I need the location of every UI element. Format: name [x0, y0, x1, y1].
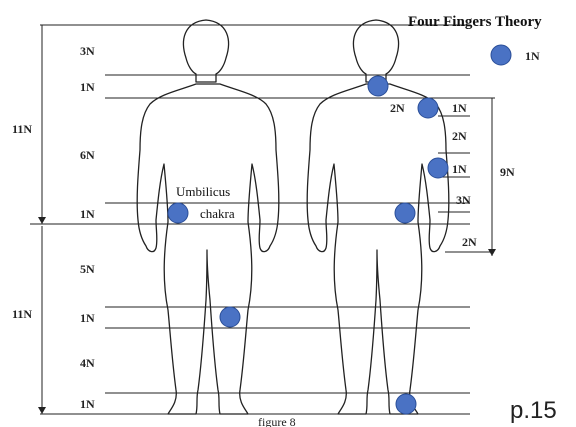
lower-total-label: 11N	[12, 307, 32, 321]
segment-label: 1N	[80, 207, 95, 221]
chakra-point-heel	[396, 394, 416, 414]
front-torso	[137, 84, 279, 414]
chakra-point-elbow	[428, 158, 448, 178]
guide-lines	[30, 25, 495, 414]
segment-label: 1N	[80, 311, 95, 325]
neck-label: 2N	[390, 101, 405, 115]
back-torso	[307, 84, 449, 414]
arm-label: 3N	[456, 193, 471, 207]
back-head	[353, 20, 398, 82]
chakra-point-shoulder	[418, 98, 438, 118]
arm-label: 2N	[452, 129, 467, 143]
arm-label: 1N	[452, 162, 467, 176]
arm-label: 1N	[452, 101, 467, 115]
umbilicus-label: Umbilicus	[176, 184, 230, 199]
figure-caption: figure 8	[258, 415, 296, 427]
left-dimension-lines	[38, 25, 46, 414]
segment-label: 1N	[80, 80, 95, 94]
chakra-point-umbilicus	[168, 203, 188, 223]
chakra-point-neck	[368, 76, 388, 96]
legend-label: 1N	[525, 49, 540, 63]
front-head	[183, 20, 228, 82]
segment-label: 3N	[80, 44, 95, 58]
upper-total-label: 11N	[12, 122, 32, 136]
chakra-point-knee	[220, 307, 240, 327]
arm-measure-lines	[438, 98, 496, 256]
diagram-title: Four Fingers Theory	[408, 14, 542, 30]
segment-label: 1N	[80, 397, 95, 411]
page-number: p.15	[510, 397, 557, 424]
segment-label: 5N	[80, 262, 95, 276]
segment-label: 6N	[80, 148, 95, 162]
segment-label: 4N	[80, 356, 95, 370]
chakra-label: chakra	[200, 206, 235, 221]
legend-dot	[491, 45, 511, 65]
arm-total-label: 9N	[500, 165, 515, 179]
chakra-points	[168, 76, 448, 414]
chakra-point-sacrum	[395, 203, 415, 223]
arm-label: 2N	[462, 235, 477, 249]
